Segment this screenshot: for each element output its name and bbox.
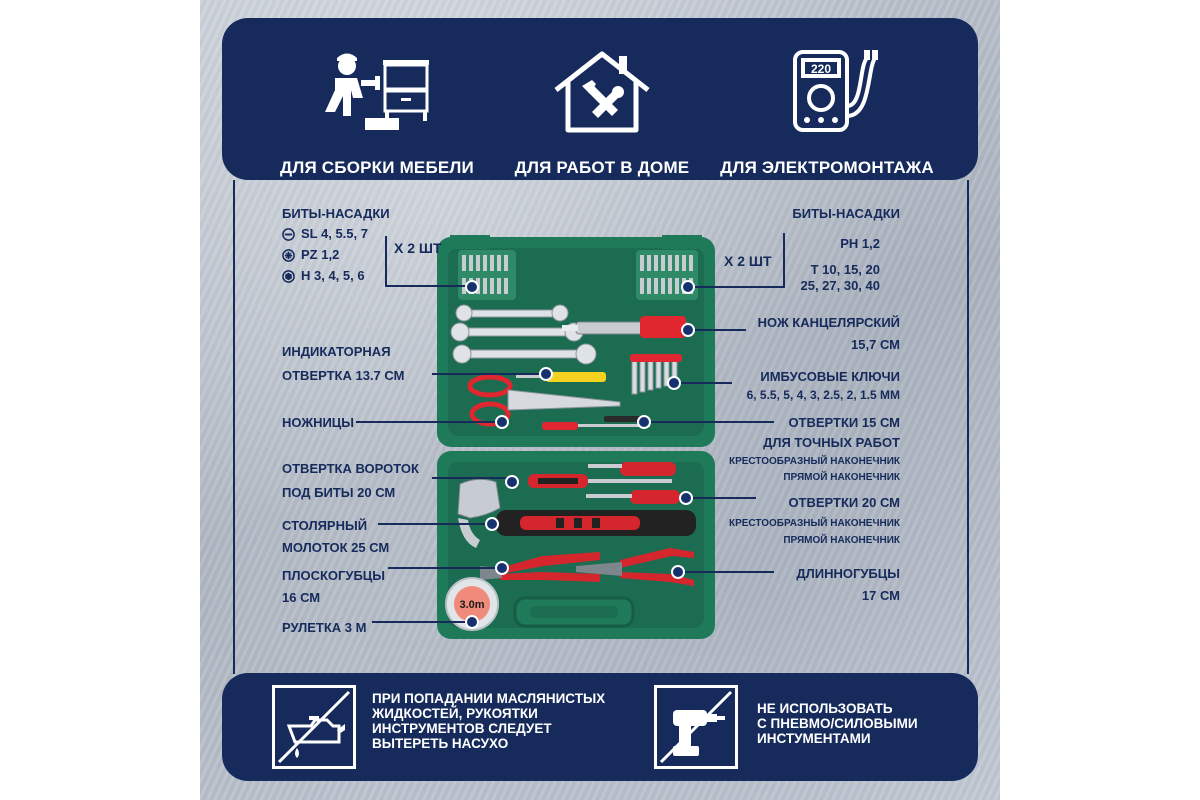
warning-line: ВЫТЕРЕТЬ НАСУХО (372, 736, 509, 751)
claw-hammer (457, 478, 696, 548)
left-bits-list: SL 4, 5.5, 7 PZ 1,2 H 3, 4, 5, 6 (282, 226, 368, 284)
precision-phillips-tip: КРЕСТООБРАЗНЫЙ НАКОНЕЧНИК (728, 456, 900, 467)
feature-label: ДЛЯ ЭЛЕКТРОМОНТАЖА (720, 158, 934, 177)
scissors (467, 374, 621, 427)
precision-screwdrivers-label: ОТВЕРТКИ 15 СМ (788, 415, 900, 430)
screwdrivers-20-label: ОТВЕРТКИ 20 СМ (788, 495, 900, 510)
hex-keys (630, 354, 682, 395)
bit-driver-and-screwdrivers (528, 462, 680, 504)
left-bits-count: Х 2 ШТ (394, 240, 442, 256)
bit-driver-label: ОТВЕРТКА ВОРОТОК (282, 461, 419, 476)
no-oil-icon (272, 685, 356, 769)
indicator-screwdriver-size: ОТВЕРТКА 13.7 СМ (282, 368, 405, 383)
pozidriv-bit-icon (282, 248, 295, 262)
right-bits-line: PH 1,2 (840, 236, 880, 251)
slotted-bit-icon (282, 227, 295, 241)
tape-measure-text: РУЛЕТКА 3 М (282, 620, 367, 635)
content-frame (233, 180, 969, 674)
precision-flat-tip: ПРЯМОЙ НАКОНЕЧНИК (783, 472, 900, 483)
bit-row-sl: SL 4, 5.5, 7 (282, 226, 368, 242)
right-bits-title: БИТЫ-НАСАДКИ (792, 206, 900, 221)
power-tool-warning-text: НЕ ИСПОЛЬЗОВАТЬ С ПНЕВМО/СИЛОВЫМИ ИНСТУМ… (757, 701, 918, 746)
warning-line: НЕ ИСПОЛЬЗОВАТЬ (757, 701, 893, 716)
usage-banner: ДЛЯ СБОРКИ МЕБЕЛИ ДЛЯ РАБОТ В ДОМЕ (222, 18, 978, 180)
no-power-drill-icon (654, 685, 738, 769)
warning-line: ИНСТУМЕНТАМИ (757, 731, 871, 746)
callout-dots (465, 280, 695, 629)
precision-screwdrivers (542, 416, 650, 430)
bit-block-left (458, 250, 516, 300)
hex-keys-sizes: 6, 5.5, 5, 4, 3, 2.5, 2, 1.5 ММ (746, 388, 900, 402)
tape-measure-label: 3.0m (459, 599, 484, 611)
house-tools-icon (554, 51, 650, 133)
multimeter-display: 220 (811, 62, 831, 76)
hex-keys-label: ИМБУСОВЫЕ КЛЮЧИ (760, 369, 900, 384)
tool-case-illustration: 3.0m (356, 233, 785, 639)
warning-line: ПРИ ПОПАДАНИИ МАСЛЯНИСТЫХ (372, 691, 606, 706)
bit-row-pz: PZ 1,2 (282, 247, 368, 263)
warning-line: ЖИДКОСТЕЙ, РУКОЯТКИ (372, 706, 538, 721)
warnings-banner: ПРИ ПОПАДАНИИ МАСЛЯНИСТЫХ ЖИДКОСТЕЙ, РУК… (222, 673, 978, 781)
multimeter-icon: 220 (793, 50, 878, 132)
worker-assembling-furniture-icon (325, 53, 429, 130)
bit-row-text: PZ 1,2 (301, 247, 340, 262)
scissors-label: НОЖНИЦЫ (282, 415, 355, 430)
oil-warning-text: ПРИ ПОПАДАНИИ МАСЛЯНИСТЫХ ЖИДКОСТЕЙ, РУК… (372, 691, 605, 751)
indicator-screwdriver (516, 372, 606, 382)
warning-line: ИНСТРУМЕНТОВ СЛЕДУЕТ (372, 721, 552, 736)
feature-electrical: 220 ДЛЯ ЭЛЕКТРОМОНТАЖА (712, 46, 942, 178)
feature-label: ДЛЯ РАБОТ В ДОМЕ (514, 158, 690, 177)
precision-screwdrivers-purpose: ДЛЯ ТОЧНЫХ РАБОТ (763, 435, 900, 450)
long-nose-pliers-label: ДЛИННОГУБЦЫ (796, 566, 900, 581)
screwdrivers-20-flat-tip: ПРЯМОЙ НАКОНЕЧНИК (783, 535, 900, 546)
hammer-size: МОЛОТОК 25 СМ (282, 540, 390, 555)
bit-row-text: H 3, 4, 5, 6 (301, 268, 365, 283)
pliers-label: ПЛОСКОГУБЦЫ (282, 568, 386, 583)
screwdrivers-20-phillips-tip: КРЕСТООБРАЗНЫЙ НАКОНЕЧНИК (728, 518, 900, 529)
right-bits-line: 25, 27, 30, 40 (800, 278, 880, 293)
knife-label: НОЖ КАНЦЕЛЯРСКИЙ (757, 315, 900, 330)
bit-driver-size: ПОД БИТЫ 20 СМ (282, 485, 396, 500)
utility-knife (562, 316, 689, 338)
long-nose-pliers-size: 17 СМ (861, 588, 900, 603)
feature-home: ДЛЯ РАБОТ В ДОМЕ (487, 46, 717, 178)
bit-row-h: H 3, 4, 5, 6 (282, 268, 368, 284)
pliers-size: 16 СМ (282, 590, 321, 605)
knife-size: 15,7 СМ (851, 337, 900, 352)
hammer-label: СТОЛЯРНЫЙ (282, 518, 368, 533)
bit-row-text: SL 4, 5.5, 7 (301, 226, 368, 241)
warning-line: С ПНЕВМО/СИЛОВЫМИ (757, 716, 918, 731)
tape-measure: 3.0m (445, 577, 499, 631)
product-infographic: ДЛЯ СБОРКИ МЕБЕЛИ ДЛЯ РАБОТ В ДОМЕ (200, 0, 1000, 800)
indicator-screwdriver-label: ИНДИКАТОРНАЯ (282, 344, 391, 359)
feature-label: ДЛЯ СБОРКИ МЕБЕЛИ (280, 158, 474, 177)
hex-bit-icon (282, 269, 295, 283)
right-bits-line: T 10, 15, 20 (810, 262, 880, 277)
left-bits-title: БИТЫ-НАСАДКИ (282, 206, 390, 221)
callout-lines (356, 233, 785, 623)
right-bits-count: Х 2 ШТ (724, 253, 772, 269)
feature-furniture: ДЛЯ СБОРКИ МЕБЕЛИ (262, 46, 492, 178)
